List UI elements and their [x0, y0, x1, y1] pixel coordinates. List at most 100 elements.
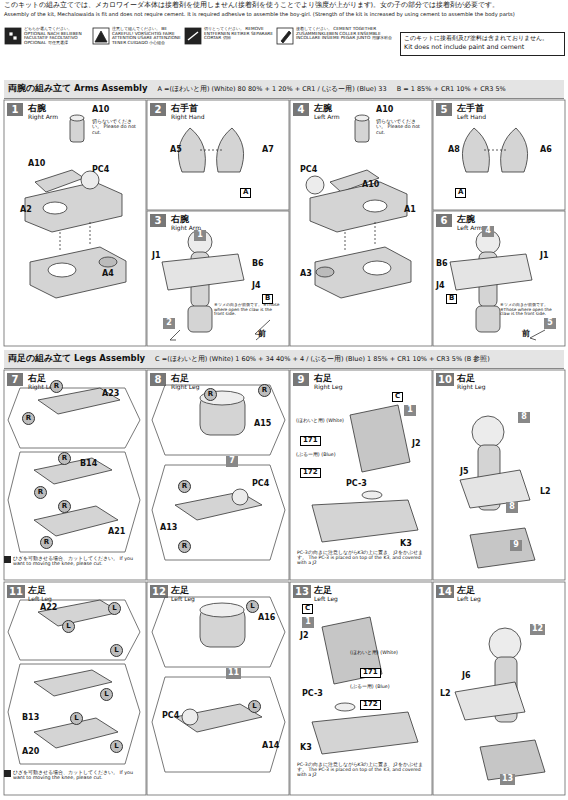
notice-text: このキットに接着剤及び塗料は含まれておりません。 [404, 34, 561, 43]
notice-text: Kit does not include paint and cement [404, 43, 561, 52]
callout-number: 1 [194, 230, 206, 241]
callout-number: 2 [163, 318, 175, 329]
part-name: J5 [460, 468, 469, 477]
part-name: K3 [400, 540, 412, 549]
step-title: Left Hand [457, 113, 486, 120]
part-name: A22 [40, 604, 57, 613]
section-title: 両足の組み立て Legs Assembly [8, 353, 145, 365]
step-number: 14 [436, 585, 454, 598]
part-name: A10 [362, 181, 379, 190]
part-name: B6 [436, 260, 448, 269]
side-marker: L [62, 620, 75, 633]
color-code: 171 [360, 668, 381, 678]
callout-number: 8 [506, 502, 518, 513]
step-number: 8 [150, 373, 166, 386]
color-code: C [392, 392, 403, 402]
step-number: 13 [293, 585, 311, 598]
part-name: 前 [258, 330, 266, 339]
callout-number: 1 [302, 617, 314, 628]
side-marker: L [100, 688, 113, 701]
step-title: Right Leg [171, 383, 199, 390]
part-name: A20 [22, 748, 39, 757]
color-code: 172 [360, 700, 381, 710]
note-text: 切らないでください。 Please do not cut. [376, 119, 424, 135]
callout-number: 8 [518, 412, 530, 423]
callout-number: 11 [226, 668, 241, 679]
side-marker: L [110, 644, 123, 657]
part-name: J6 [462, 672, 471, 681]
note-text: ※ツメの向きが前側です。 ※Those where open the claw … [500, 303, 562, 317]
part-name: J1 [152, 252, 161, 261]
notice-box: このキットに接着剤及び塗料は含まれておりません。Kit does not inc… [400, 32, 565, 56]
side-marker: R [40, 536, 53, 549]
step-number: 10 [436, 373, 454, 386]
part-name: A13 [160, 524, 177, 533]
side-marker: R [258, 384, 271, 397]
part-name: A10 [376, 106, 393, 115]
part-name: A23 [102, 390, 119, 399]
color-code: A [455, 188, 466, 198]
part-name: A4 [102, 270, 114, 279]
part-name: J1 [540, 252, 549, 261]
callout-number: 5 [544, 318, 556, 329]
step-title: Right Leg [457, 383, 485, 390]
step-number: 9 [293, 373, 309, 386]
step-number: 12 [150, 585, 168, 598]
part-name: B13 [22, 714, 39, 723]
step-title: Right Arm [28, 113, 58, 120]
note-text: ひざを可動させる場合、カットしてください。 If you want to mov… [13, 556, 143, 567]
note-text: (ぶるー用) (Blue) [296, 452, 346, 457]
part-name: PC-3 [346, 480, 367, 489]
color-formula: C =(ほわいと用) (White) 1 60% + 34 40% + 4 / … [155, 355, 490, 364]
note-text: どちらか選んでください。 OPTIONAL NACH BELIEBEN FACU… [24, 27, 90, 46]
step-title: Left Arm [457, 224, 483, 231]
part-name: 前 [522, 330, 530, 339]
side-marker: R [178, 540, 191, 553]
part-name: PC4 [92, 166, 109, 175]
part-name: A5 [170, 146, 182, 155]
color-code: 171 [300, 436, 321, 446]
side-marker: L [246, 600, 259, 613]
part-name: J4 [436, 282, 445, 291]
part-name: PC-3 [302, 690, 323, 699]
part-name: L2 [440, 690, 451, 699]
side-marker: L [70, 712, 83, 725]
side-marker: R [50, 380, 63, 393]
note-text: (ほわいと用) (White) [350, 650, 400, 655]
note-text: このキットの組み立てでは、メカロワイーダ本体は接着剤を使用しません(接着剤を使う… [4, 2, 564, 9]
color-formula: A =(ほわいと用) (White) 80 80% + 1 20% + CR1 … [157, 85, 386, 94]
callout-number: 7 [226, 456, 238, 467]
note-text: ※ツメの向きが前側です。 ※Those where open the claw … [214, 303, 280, 317]
side-marker: L [248, 700, 261, 713]
step-number: 7 [7, 373, 23, 386]
side-marker: R [34, 486, 47, 499]
note-text: 切らないでください。 Please do not cut. [92, 119, 140, 135]
step-number: 1 [7, 103, 23, 116]
color-code: A [240, 188, 251, 198]
side-marker: L [110, 740, 123, 753]
note-text: 切りとってください。 REMOVE ENTFERNEN RETIRER SEPA… [204, 27, 274, 41]
part-name: J2 [412, 440, 421, 449]
note-text: PC-3の向きに注意しながらK3の上に置き、J2をかぶせます。 The PC-3… [297, 762, 429, 777]
note-text: (ほわいと用) (White) [296, 418, 346, 423]
part-name: A21 [108, 528, 125, 537]
step-number: 6 [436, 214, 452, 227]
callout-number: 4 [482, 226, 494, 237]
part-name: B14 [80, 460, 97, 469]
part-name: K3 [300, 744, 312, 753]
step-title: Right Hand [171, 113, 205, 120]
part-name: A8 [448, 146, 460, 155]
side-marker: R [204, 388, 217, 401]
side-marker: R [58, 452, 71, 465]
part-name: A16 [258, 614, 275, 623]
part-name: J2 [300, 632, 309, 641]
part-name: A7 [262, 146, 274, 155]
step-number: 5 [436, 103, 452, 116]
color-code: C [302, 604, 313, 614]
side-marker: L [108, 602, 121, 615]
callout-number: 13 [500, 774, 515, 785]
part-name: A10 [92, 106, 109, 115]
part-name: PC4 [300, 166, 317, 175]
callout-number: 12 [530, 624, 545, 635]
